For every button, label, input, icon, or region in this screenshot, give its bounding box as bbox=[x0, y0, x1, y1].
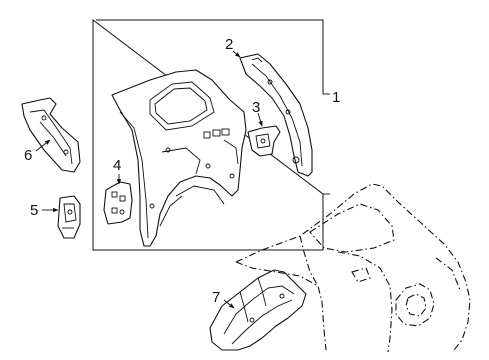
callout-7: 7 bbox=[212, 289, 220, 306]
callout-4: 4 bbox=[113, 157, 121, 174]
quarter-panel-inner[interactable] bbox=[111, 69, 247, 247]
bracket-part-3[interactable] bbox=[247, 125, 281, 157]
callout-5: 5 bbox=[30, 202, 38, 219]
callout-1: 1 bbox=[332, 89, 340, 106]
leader-2 bbox=[232, 50, 241, 58]
leader-3 bbox=[257, 112, 263, 127]
pillar-reinforcement[interactable] bbox=[239, 53, 313, 177]
bracket-part-6[interactable] bbox=[21, 97, 81, 173]
bracket-part-5[interactable] bbox=[57, 195, 81, 239]
body-outline-reference bbox=[235, 183, 471, 353]
leader-6 bbox=[35, 139, 51, 152]
plate-part-4[interactable] bbox=[103, 181, 133, 225]
callout-6: 6 bbox=[24, 147, 32, 164]
callout-2: 2 bbox=[225, 36, 233, 53]
leader-7 bbox=[223, 299, 235, 309]
wheelhouse-part-7[interactable] bbox=[209, 269, 307, 351]
callout-3: 3 bbox=[252, 99, 260, 116]
